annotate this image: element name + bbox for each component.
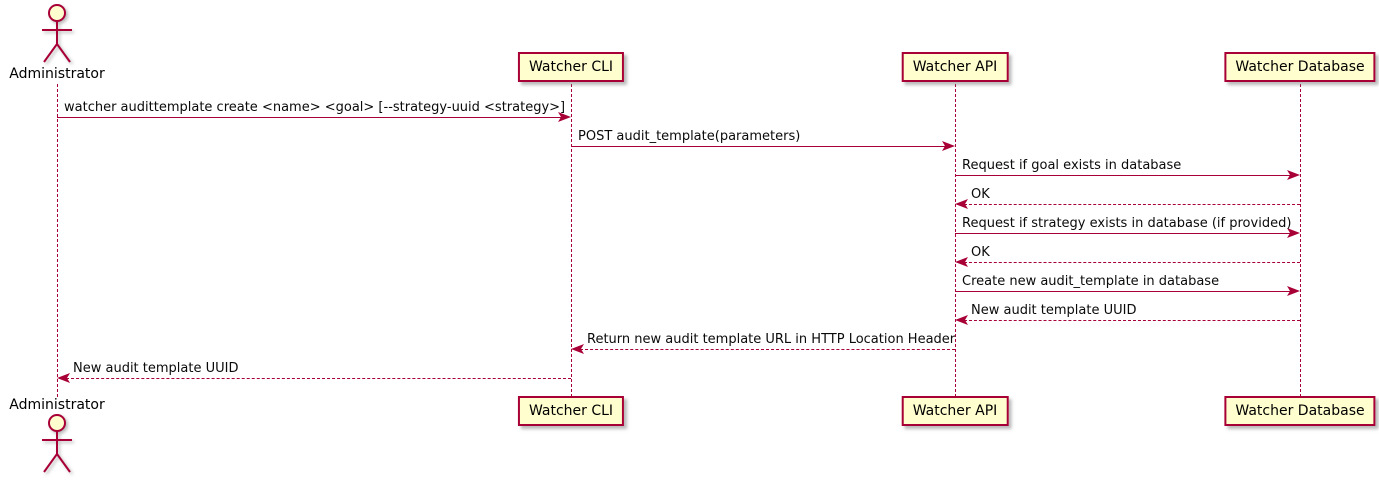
arrowhead-icon (571, 344, 584, 354)
participant-db-top: Watcher Database (1224, 52, 1376, 82)
arrowhead-icon (558, 112, 571, 122)
arrowhead-icon (942, 141, 955, 151)
message-label-1: watcher audittemplate create <name> <goa… (64, 100, 566, 115)
message-label-9: Return new audit template URL in HTTP Lo… (587, 332, 956, 347)
actor-icon (42, 414, 72, 473)
message-line-3 (955, 174, 1291, 176)
message-label-6: OK (971, 245, 990, 260)
message-label-8: New audit template UUID (971, 303, 1137, 318)
arrowhead-icon (955, 257, 968, 267)
arrowhead-icon (57, 373, 70, 383)
actor-label-bottom: Administrator (9, 397, 105, 413)
lifeline-admin (56, 84, 58, 397)
actor-figure-top (38, 2, 76, 64)
message-label-10: New audit template UUID (73, 361, 239, 376)
arrowhead-icon (1287, 228, 1300, 238)
message-line-5 (955, 232, 1291, 234)
participant-api-top: Watcher API (901, 52, 1009, 82)
message-label-4: OK (971, 187, 990, 202)
message-line-7 (955, 290, 1291, 292)
actor-label-top: Administrator (9, 66, 105, 82)
arrowhead-icon (1287, 286, 1300, 296)
lifeline-cli (570, 84, 572, 397)
lifeline-api (954, 84, 956, 397)
message-line-10 (66, 377, 571, 379)
message-label-5: Request if strategy exists in database (… (962, 216, 1292, 231)
actor-figure-bottom (38, 412, 76, 474)
message-label-3: Request if goal exists in database (962, 158, 1182, 173)
arrowhead-icon (955, 315, 968, 325)
message-label-2: POST audit_template(parameters) (578, 129, 801, 144)
message-line-8 (964, 319, 1300, 321)
message-line-9 (580, 348, 955, 350)
actor-icon (42, 4, 72, 63)
lifeline-db (1299, 84, 1301, 397)
participant-api-bottom: Watcher API (901, 396, 1009, 426)
arrowhead-icon (955, 199, 968, 209)
participant-cli-bottom: Watcher CLI (517, 396, 625, 426)
message-line-4 (964, 203, 1300, 205)
message-line-2 (571, 145, 946, 147)
message-label-7: Create new audit_template in database (962, 274, 1220, 289)
participant-db-bottom: Watcher Database (1224, 396, 1376, 426)
message-line-6 (964, 261, 1300, 263)
arrowhead-icon (1287, 170, 1300, 180)
participant-cli-top: Watcher CLI (517, 52, 625, 82)
message-line-1 (57, 116, 562, 118)
